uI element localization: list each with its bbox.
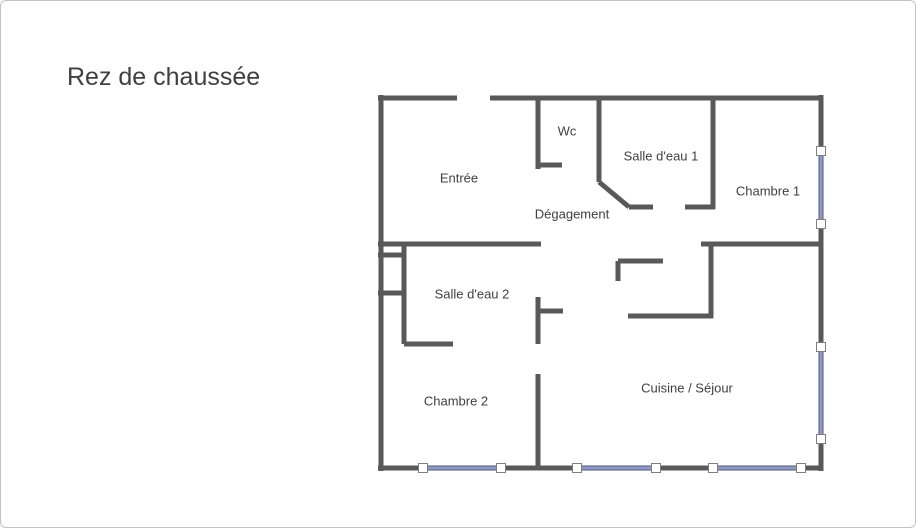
window-handle [796,463,806,473]
room-label-degagement: Dégagement [534,206,610,222]
room-label-salle-deau-2: Salle d'eau 2 [434,286,510,302]
window-handle [708,463,718,473]
room-label-chambre-2: Chambre 2 [423,393,489,409]
window-handle [816,342,826,352]
window-lines [421,146,823,470]
page-title: Rez de chaussée [67,63,261,91]
window-handles [418,146,826,473]
room-label-entree: Entrée [439,170,479,186]
window-handle [651,463,661,473]
room-label-salle-deau-1: Salle d'eau 1 [623,148,699,164]
window-handle [496,463,506,473]
window-handle [816,434,826,444]
room-label-wc: Wc [557,123,577,139]
room-label-chambre-1: Chambre 1 [735,183,801,199]
window-handle [816,146,826,156]
room-label-cuisine-sejour: Cuisine / Séjour [641,380,733,396]
window-handle [418,463,428,473]
window-handle [572,463,582,473]
window-handle [816,219,826,229]
walls [378,95,824,471]
